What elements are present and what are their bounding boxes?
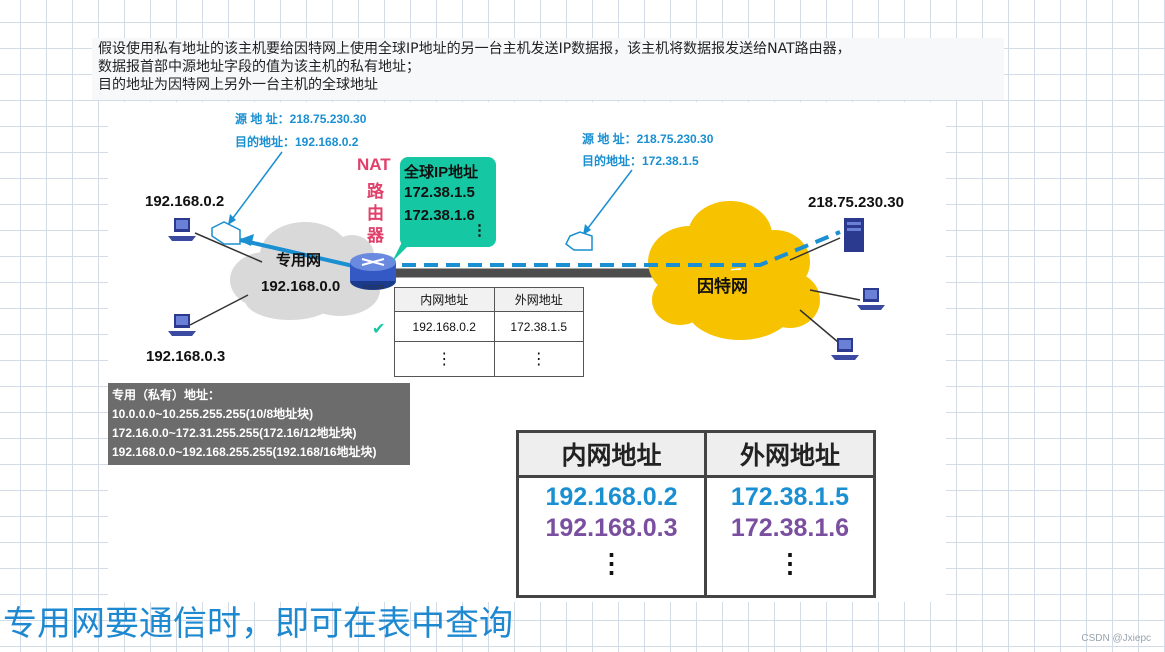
link-remote [789, 237, 841, 261]
callout-arrowhead-right [583, 224, 591, 235]
right-datagram-dst: 目的地址：172.38.1.5 [582, 154, 699, 168]
server-icon-remote [844, 218, 864, 252]
nat-label-char-3: 由 [367, 204, 384, 223]
small-cell-inner-more: ⋮ [394, 341, 495, 377]
callout-arrow-right [584, 169, 633, 233]
note-line-2: 数据报首部中源地址字段的值为该主机的私有地址； [98, 59, 420, 75]
note-line-3: 目的地址为因特网上另外一台主机的全球地址 [98, 77, 378, 93]
nat-table-large: 内网地址 外网地址 192.168.0.2 172.38.1.5 192.168… [515, 430, 876, 598]
private-cloud-name: 专用网 [276, 252, 322, 269]
private-ranges-title: 专用（私有）地址： [112, 388, 221, 402]
nat-label: NAT [357, 155, 391, 174]
watermark: CSDN @Jxiepc [1081, 633, 1151, 644]
large-cell-inner-more: ⋮ [515, 546, 708, 597]
bottom-caption: 专用网要通信时，即可在表中查询 [3, 604, 513, 644]
computer-icon-host-b [168, 314, 196, 336]
datagram-icon-right [565, 231, 593, 251]
private-range-3: 192.168.0.0~192.168.255.255(192.168/16地址… [112, 445, 377, 459]
private-range-1: 10.0.0.0~10.255.255.255(10/8地址块) [112, 407, 314, 421]
internet-cloud-name: 因特网 [697, 277, 748, 296]
large-cell-inner-1: 192.168.0.2 [515, 476, 708, 513]
left-datagram-src: 源 地 址：218.75.230.30 [235, 112, 367, 126]
host-a-ip: 192.168.0.2 [145, 193, 225, 210]
internet-cloud [648, 201, 820, 340]
private-cloud-network: 192.168.0.0 [261, 278, 341, 295]
large-cell-outer-2: 172.38.1.6 [704, 512, 876, 547]
host-b-ip: 192.168.0.3 [146, 348, 226, 365]
computer-icon-host-a [168, 218, 196, 241]
large-cell-inner-2: 192.168.0.3 [515, 512, 708, 547]
check-icon: ✔ [372, 319, 385, 338]
datagram-icon-left [211, 221, 241, 245]
nat-label-char-4: 器 [367, 226, 384, 245]
small-header-outer: 外网地址 [493, 287, 584, 312]
nat-table-small: 内网地址 外网地址 192.168.0.2 172.38.1.5 ⋮ ⋮ [394, 287, 584, 377]
large-header-outer: 外网地址 [704, 430, 876, 478]
datagram-path [380, 230, 841, 267]
small-cell-outer-1: 172.38.1.5 [493, 311, 584, 342]
large-cell-outer-more: ⋮ [704, 546, 876, 597]
link-host-a [194, 232, 263, 263]
computer-icon-internet-1 [857, 288, 885, 310]
global-ip-bubble: 全球IP地址 172.38.1.5 172.38.1.6 ⋮ [400, 157, 496, 247]
note-line-1: 假设使用私有地址的该主机要给因特网上使用全球IP地址的另一台主机发送IP数据报，… [98, 41, 851, 57]
global-ip-title: 全球IP地址 [404, 164, 479, 181]
remote-host-ip: 218.75.230.30 [808, 194, 904, 211]
callout-arrowhead-left [228, 214, 236, 225]
large-header-inner: 内网地址 [515, 430, 708, 478]
left-datagram-dst: 目的地址：192.168.0.2 [235, 135, 359, 149]
link-internet-host-1 [809, 289, 861, 301]
callout-arrow-left [229, 151, 283, 223]
global-ip-1: 172.38.1.5 [404, 184, 475, 201]
explanation-note: 假设使用私有地址的该主机要给因特网上使用全球IP地址的另一台主机发送IP数据报，… [92, 38, 1004, 100]
datagram-path-private [239, 238, 363, 270]
right-datagram-src: 源 地 址：218.75.230.30 [582, 132, 714, 146]
private-ranges-box: 专用（私有）地址： 10.0.0.0~10.255.255.255(10/8地址… [108, 383, 410, 465]
global-ip-2: 172.38.1.6 [404, 207, 475, 224]
small-cell-outer-more: ⋮ [493, 341, 584, 377]
global-ip-more: ⋮ [472, 222, 487, 239]
small-cell-inner-1: 192.168.0.2 [394, 311, 495, 342]
computer-icon-internet-2 [831, 338, 859, 360]
router-icon [350, 253, 396, 290]
router-tag: ROUTER [363, 285, 385, 291]
private-range-2: 172.16.0.0~172.31.255.255(172.16/12地址块) [112, 426, 357, 440]
small-header-inner: 内网地址 [394, 287, 495, 312]
link-host-b [189, 294, 249, 326]
link-internet-host-2 [799, 309, 839, 343]
path-arrowhead [238, 234, 254, 246]
nat-label-char-2: 路 [367, 182, 384, 201]
bubble-pointer [392, 238, 416, 262]
large-cell-outer-1: 172.38.1.5 [704, 476, 876, 513]
